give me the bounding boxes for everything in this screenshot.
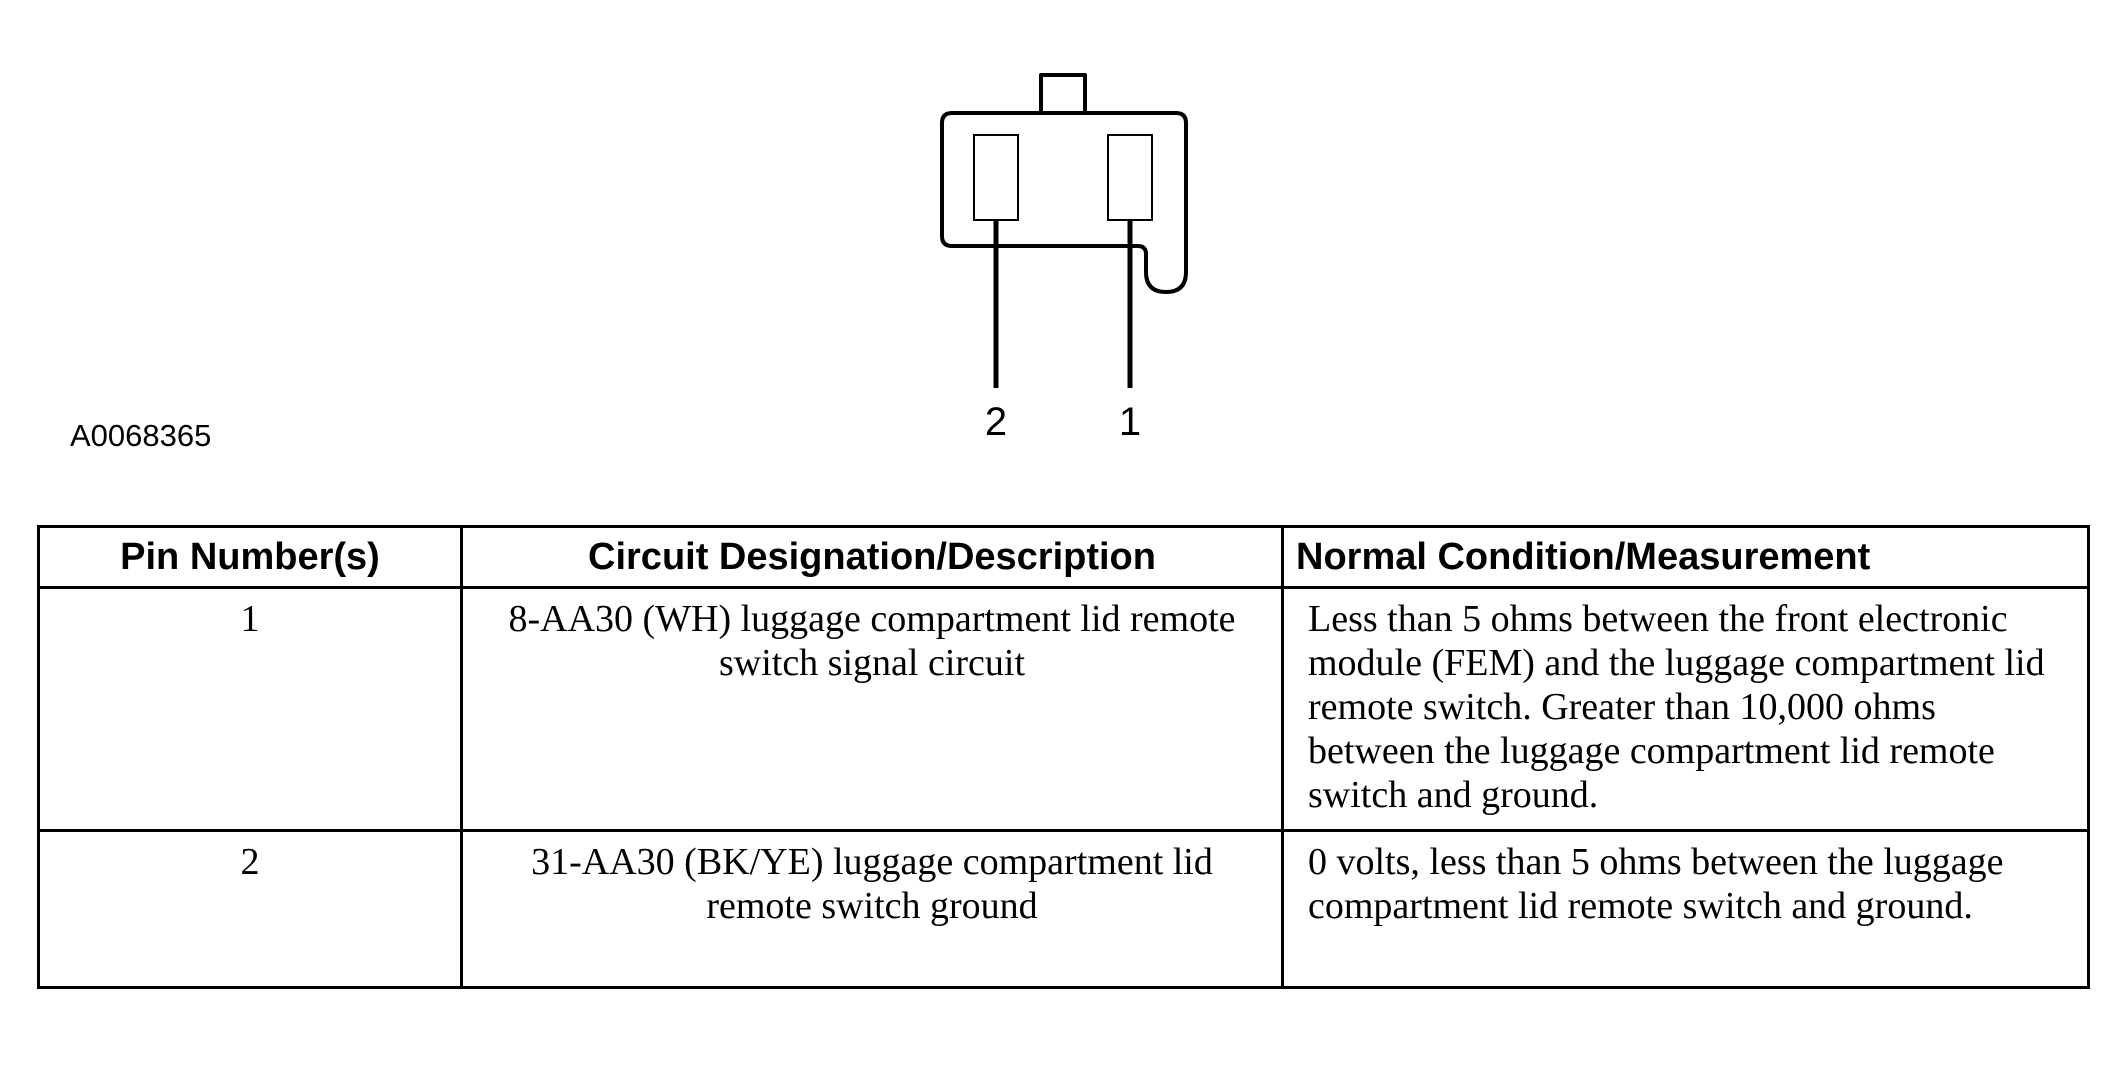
pin-slot-1	[1107, 134, 1153, 221]
header-circuit: Circuit Designation/Description	[460, 525, 1284, 589]
header-pin-number: Pin Number(s)	[37, 525, 463, 589]
pin-label-1: 1	[1119, 400, 1141, 444]
pin-table: Pin Number(s) Circuit Designation/Descri…	[37, 525, 2090, 989]
cell-circuit: 31-AA30 (BK/YE) luggage compartment lid …	[460, 829, 1284, 989]
connector-tab	[1039, 73, 1087, 113]
header-condition: Normal Condition/Measurement	[1281, 525, 2090, 589]
table-row: 2 31-AA30 (BK/YE) luggage compartment li…	[37, 829, 2090, 989]
cell-circuit: 8-AA30 (WH) luggage compartment lid remo…	[460, 586, 1284, 832]
pin-label-2: 2	[985, 400, 1007, 444]
figure-id: A0068365	[70, 418, 212, 453]
pin-slot-2	[973, 134, 1019, 221]
cell-pin: 2	[37, 829, 463, 989]
connector-diagram: 2 1	[940, 73, 1188, 444]
table-header-row: Pin Number(s) Circuit Designation/Descri…	[37, 525, 2090, 589]
cell-condition: Less than 5 ohms between the front elect…	[1281, 586, 2090, 832]
cell-condition: 0 volts, less than 5 ohms between the lu…	[1281, 829, 2090, 989]
cell-pin: 1	[37, 586, 463, 832]
table-row: 1 8-AA30 (WH) luggage compartment lid re…	[37, 586, 2090, 832]
connector-outline	[940, 111, 1188, 294]
